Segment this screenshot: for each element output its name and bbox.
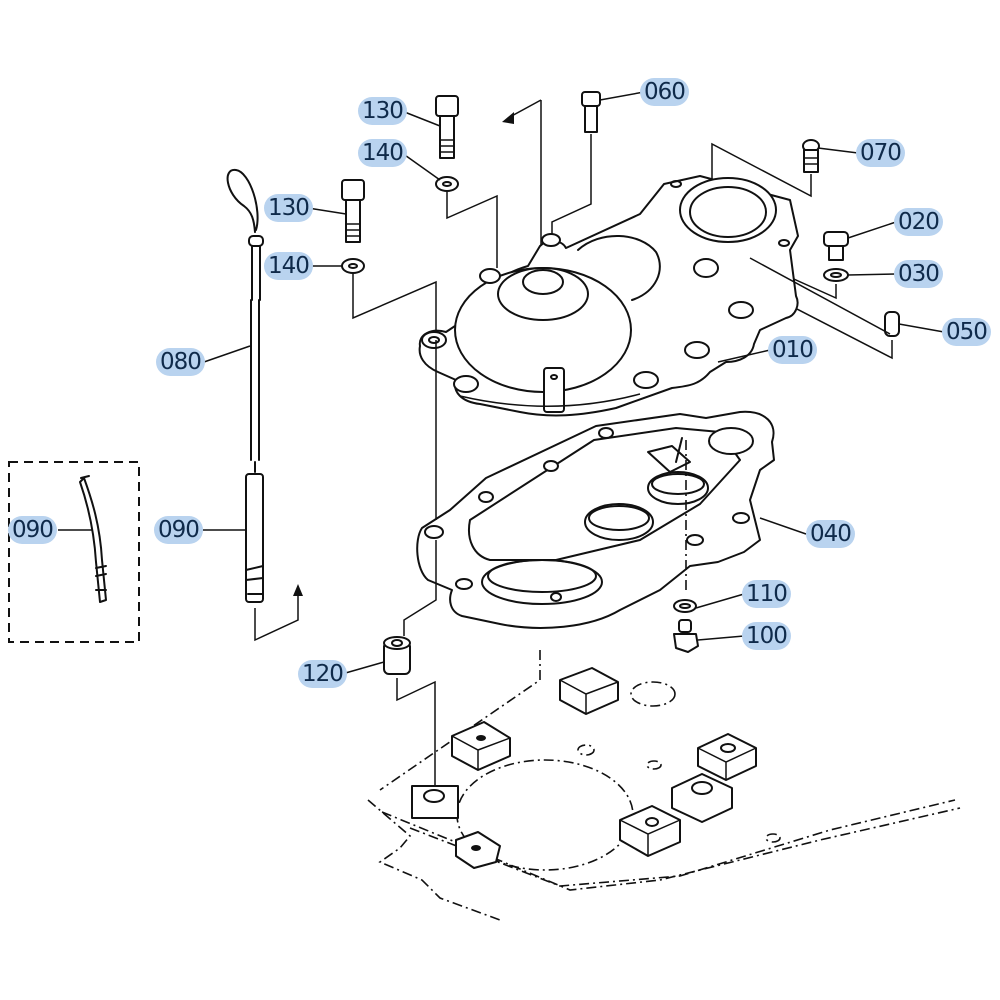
callout-130-left-bolt[interactable]: 130 [264, 194, 313, 222]
engine-base-plate [367, 650, 961, 921]
callout-030[interactable]: 030 [894, 260, 943, 288]
callout-050[interactable]: 050 [942, 318, 991, 346]
plug-020-gasket-030 [755, 231, 849, 300]
mount-block [697, 733, 757, 781]
bolt-130-top [435, 95, 498, 268]
mount-block [671, 773, 733, 823]
direction-arrow-icon [502, 112, 514, 124]
callout-140-left-washer[interactable]: 140 [264, 252, 313, 280]
mount-block [411, 785, 459, 819]
gear-case-cover-010 [418, 175, 891, 417]
leader-lines [58, 91, 945, 675]
gear-case-040 [403, 340, 775, 636]
collar-120 [383, 636, 436, 790]
mount-block [559, 667, 619, 715]
callout-010[interactable]: 010 [768, 336, 817, 364]
callout-110[interactable]: 110 [742, 580, 791, 608]
bolt-060 [551, 91, 601, 236]
pin-050 [759, 289, 900, 360]
mount-block [455, 831, 501, 869]
washer-110-plug-100 [673, 599, 699, 653]
alternate-part-box [8, 461, 140, 643]
bolt-070 [711, 139, 820, 222]
callout-060[interactable]: 060 [640, 78, 689, 106]
bolt-130-left [341, 179, 437, 340]
mount-block [451, 721, 511, 771]
callout-020[interactable]: 020 [894, 208, 943, 236]
mount-block [619, 805, 681, 857]
callout-090[interactable]: 090 [154, 516, 203, 544]
callout-080[interactable]: 080 [156, 348, 205, 376]
callout-090-alternate[interactable]: 090 [8, 516, 57, 544]
callout-100[interactable]: 100 [742, 622, 791, 650]
dipstick-assembly [226, 169, 303, 642]
callout-040[interactable]: 040 [806, 520, 855, 548]
callout-120[interactable]: 120 [298, 660, 347, 688]
callout-070[interactable]: 070 [856, 139, 905, 167]
callout-140-top-washer[interactable]: 140 [358, 139, 407, 167]
callout-130-top-bolt[interactable]: 130 [358, 97, 407, 125]
